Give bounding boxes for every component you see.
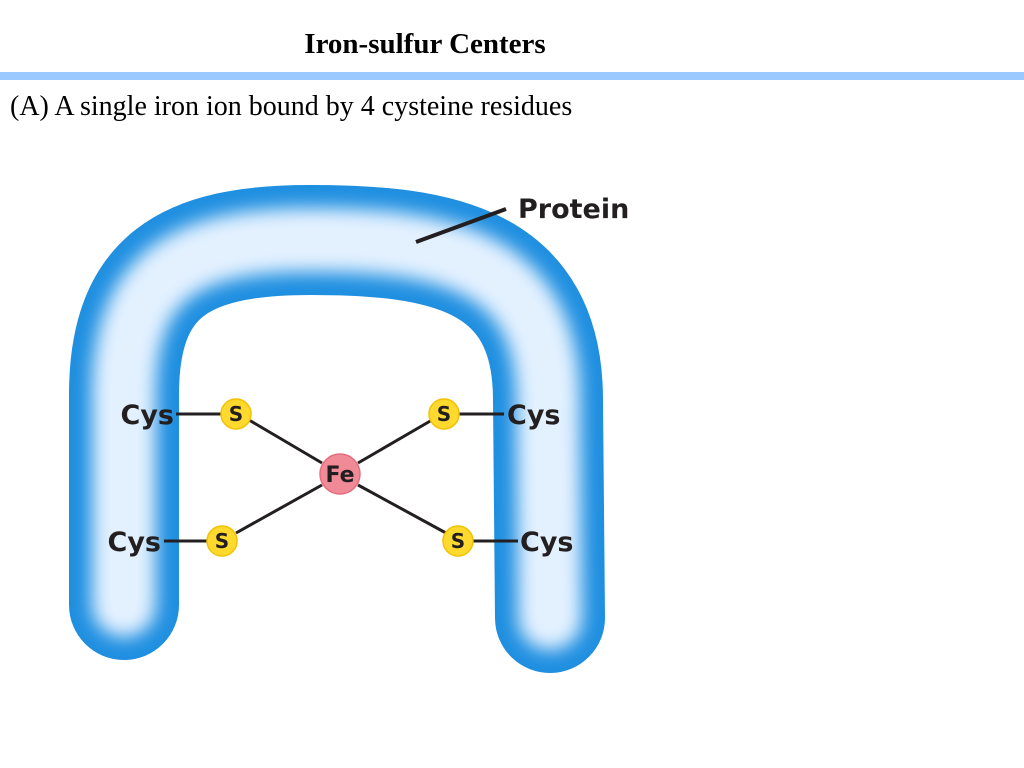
- bonds: [164, 412, 518, 543]
- svg-text:S: S: [451, 529, 465, 553]
- protein-label: Protein: [518, 194, 629, 225]
- svg-text:S: S: [215, 529, 229, 553]
- bond-s-fe-bottom-left: [235, 483, 323, 535]
- title-rule: [0, 72, 1024, 80]
- bond-s-fe-top-left: [248, 418, 323, 465]
- bond-s-fe-bottom-right: [357, 483, 447, 535]
- slide-subtitle: (A) A single iron ion bound by 4 cystein…: [10, 91, 573, 122]
- cys-label-top-right: Cys: [507, 400, 561, 431]
- iron-atom: Fe: [319, 453, 361, 495]
- slide-title: Iron-sulfur Centers: [304, 28, 546, 60]
- sulfur-atom-top-left: S: [220, 398, 252, 430]
- cys-label-bottom-right: Cys: [520, 527, 574, 558]
- protein-arch-inner: [92, 208, 582, 650]
- svg-text:Fe: Fe: [325, 463, 354, 488]
- bond-s-fe-top-right: [357, 418, 433, 465]
- sulfur-atom-bottom-right: S: [442, 525, 474, 557]
- svg-text:S: S: [229, 402, 243, 426]
- protein-arch: [69, 185, 605, 673]
- cys-label-top-left: Cys: [121, 400, 175, 431]
- sulfur-atom-top-right: S: [428, 398, 460, 430]
- svg-text:S: S: [437, 402, 451, 426]
- protein-pointer-line: [415, 207, 507, 244]
- sulfur-atom-bottom-left: S: [206, 525, 238, 557]
- cys-label-bottom-left: Cys: [108, 527, 162, 558]
